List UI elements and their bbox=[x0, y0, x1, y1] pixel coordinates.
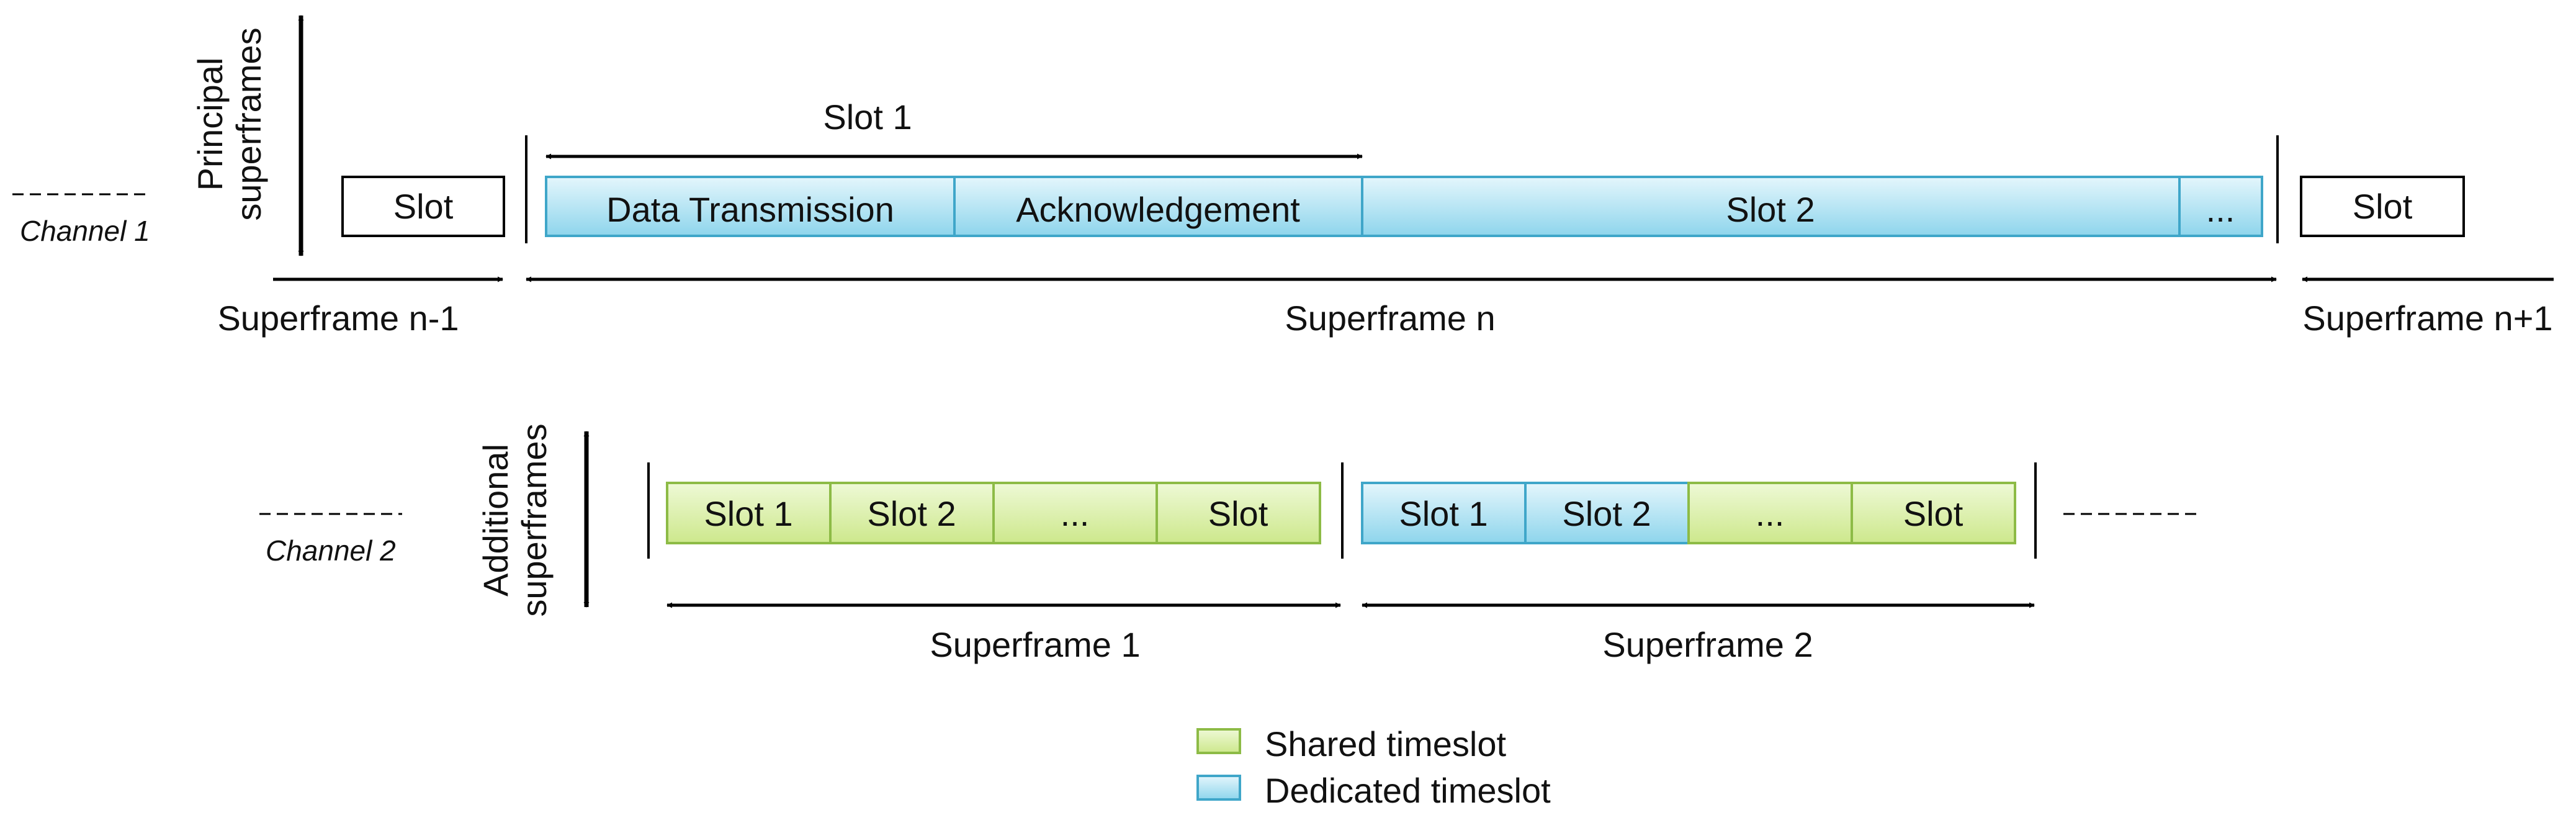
superframe-n-label: Superframe n bbox=[1285, 299, 1495, 338]
sf2-slot-ellipsis bbox=[1687, 482, 1853, 544]
superframe1-slots: Slot 1 Slot 2 ... Slot bbox=[666, 482, 1321, 544]
sf2-slot1-label: Slot 1 bbox=[1399, 494, 1488, 533]
next-superframe-slot-box bbox=[2300, 176, 2465, 237]
sf1-slot-ellipsis-label: ... bbox=[1061, 494, 1090, 533]
sf1-slot2 bbox=[829, 482, 995, 544]
sf1-slot1 bbox=[666, 482, 832, 544]
sf1-slot2-label: Slot 2 bbox=[867, 494, 956, 533]
segment-acknowledgement-label: Acknowledgement bbox=[1016, 190, 1300, 229]
segment-ellipsis-label: ... bbox=[2206, 190, 2235, 229]
principal-superframes-label: Principal superframes bbox=[191, 27, 268, 220]
legend-shared-label: Shared timeslot bbox=[1265, 724, 1507, 763]
channel1-group: Channel 1 Principal superframes Slot Slo… bbox=[12, 15, 2554, 338]
svg-text:superframes: superframes bbox=[514, 423, 554, 616]
next-slot-label: Slot bbox=[2353, 187, 2413, 226]
svg-text:superframes: superframes bbox=[229, 27, 268, 220]
legend-shared-swatch bbox=[1196, 728, 1241, 754]
sf1-slot-last-label: Slot bbox=[1208, 494, 1268, 533]
channel1-label: Channel 1 bbox=[20, 215, 150, 247]
channel2-label: Channel 2 bbox=[266, 534, 396, 567]
segment-ellipsis bbox=[2178, 176, 2263, 237]
sf2-slot-ellipsis-label: ... bbox=[1756, 494, 1785, 533]
legend: Shared timeslot Dedicated timeslot bbox=[1196, 724, 1551, 810]
prev-superframe-slot-box bbox=[341, 176, 505, 237]
legend-dedicated-label: Dedicated timeslot bbox=[1265, 771, 1551, 810]
svg-text:Additional: Additional bbox=[476, 444, 515, 597]
segment-slot2 bbox=[1361, 176, 2181, 237]
sf1-slot1-label: Slot 1 bbox=[704, 494, 792, 533]
additional-superframes-label: Additional superframes bbox=[476, 423, 554, 616]
segment-data-transmission-label: Data Transmission bbox=[606, 190, 894, 229]
sf2-slot2 bbox=[1524, 482, 1690, 544]
svg-text:Principal: Principal bbox=[191, 58, 230, 191]
sf1-slot-last bbox=[1156, 482, 1321, 544]
superframe-n-minus-1-label: Superframe n-1 bbox=[217, 299, 459, 338]
sf2-slot-last bbox=[1851, 482, 2016, 544]
sf2-slot1 bbox=[1361, 482, 1527, 544]
channel2-group: Channel 2 Additional superframes Slot 1 … bbox=[259, 423, 2200, 664]
prev-slot-label: Slot bbox=[393, 187, 454, 226]
segment-slot2-label: Slot 2 bbox=[1726, 190, 1815, 229]
segment-acknowledgement bbox=[953, 176, 1363, 237]
sf2-slot-last-label: Slot bbox=[1903, 494, 1963, 533]
superframe2-slots: Slot 1 Slot 2 ... Slot bbox=[1361, 482, 2016, 544]
sf2-slot2-label: Slot 2 bbox=[1562, 494, 1651, 533]
slot1-label: Slot 1 bbox=[823, 97, 912, 137]
superframe-n-plus-1-label: Superframe n+1 bbox=[2302, 299, 2552, 338]
legend-dedicated-swatch bbox=[1196, 775, 1241, 801]
superframe2-label: Superframe 2 bbox=[1602, 625, 1813, 664]
superframe1-label: Superframe 1 bbox=[930, 625, 1140, 664]
